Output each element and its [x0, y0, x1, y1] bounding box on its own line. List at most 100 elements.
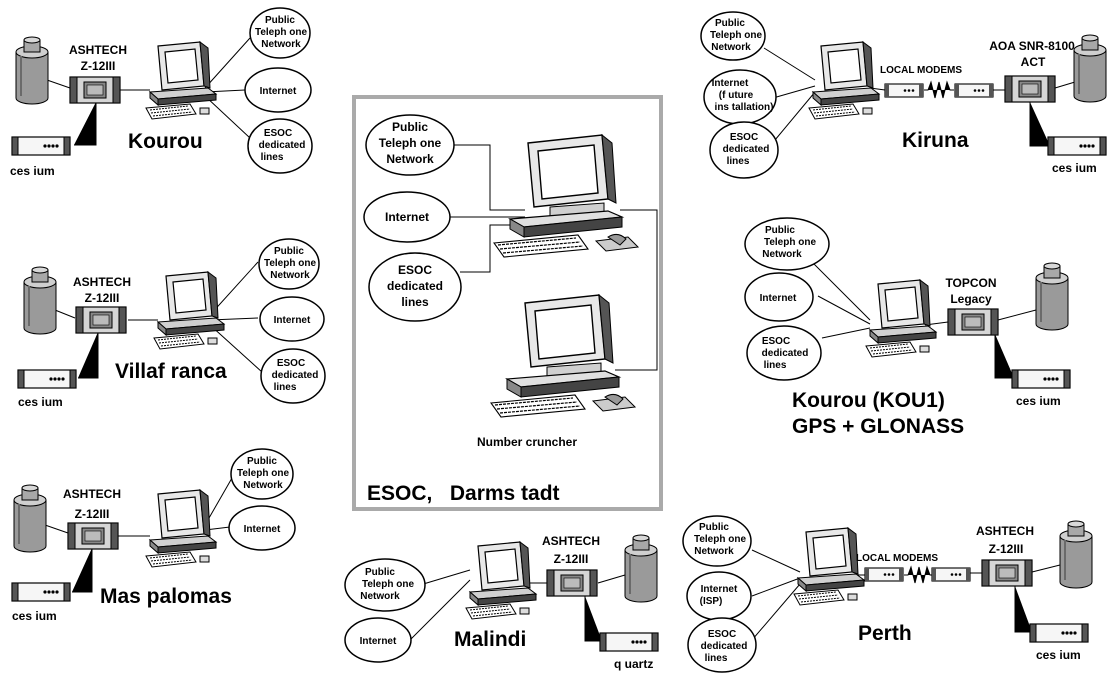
villafranca-esoc-line-2: dedicated — [272, 370, 319, 381]
kou1-esoc-line-3: lines — [764, 360, 787, 371]
perth-esoc-lines-oval — [687, 617, 757, 673]
esoc-internet-oval — [363, 191, 451, 243]
perth-esoc-line-1: ESOC — [708, 629, 736, 640]
kourou-pc-icon — [145, 41, 217, 120]
maspalomas-receiver-line-1: ASHTECH — [63, 487, 121, 501]
kou1-antenna-icon — [1035, 262, 1069, 331]
maspalomas-pub-net-oval — [230, 448, 294, 500]
villafranca-clock-label: ces ium — [18, 395, 63, 409]
kiruna-pub-net-oval — [700, 11, 766, 61]
esoc-pub-line-1: Public — [392, 120, 428, 134]
esoc-public-telephone-network-oval — [365, 114, 455, 176]
villafranca-internet-label: Internet — [274, 315, 311, 326]
esoc-computer-icon — [493, 134, 639, 258]
villafranca-receiver-line-2: Z-12III — [85, 291, 120, 305]
villafranca-esoc-line-1: ESOC — [277, 358, 305, 369]
kou1-internet-oval — [744, 272, 814, 322]
maspalomas-internet-oval — [228, 505, 296, 551]
perth-pub-line-1: Public — [699, 522, 729, 533]
villafranca-pub-net-oval — [258, 238, 320, 290]
kiruna-internet-line-2: (f uture — [719, 90, 754, 101]
maspalomas-antenna-icon — [13, 484, 47, 553]
kiruna-receiver-line-1: AOA SNR-8100 — [989, 39, 1075, 53]
kourou-esoc-lines-oval — [247, 118, 313, 174]
malindi-pub-line-1: Public — [365, 567, 395, 578]
kou1-group: Public Teleph one Network Internet ESOC … — [744, 217, 1071, 438]
kiruna-receiver-line-2: ACT — [1021, 55, 1046, 69]
perth-modem-2-icon — [931, 567, 971, 582]
perth-antenna-icon — [1059, 520, 1093, 589]
maspalomas-site-label: Mas palomas — [100, 585, 232, 608]
perth-site-label: Perth — [858, 622, 912, 645]
kou1-internet-label: Internet — [760, 293, 797, 304]
number-cruncher-label: Number cruncher — [477, 435, 577, 449]
perth-pub-net-oval — [682, 515, 752, 567]
perth-receiver-icon — [981, 559, 1033, 587]
kourou-receiver-icon — [69, 76, 121, 104]
villafranca-esoc-line-3: lines — [274, 382, 297, 393]
malindi-antenna-icon — [624, 534, 658, 603]
kiruna-modem-1-icon — [884, 83, 924, 98]
perth-internet-line-1: Internet — [701, 584, 738, 595]
kou1-esoc-lines-oval — [746, 325, 822, 381]
villafranca-pub-line-2: Teleph one — [264, 258, 316, 269]
esoc-lines-line-1: ESOC — [398, 263, 432, 277]
kiruna-group: Public Teleph one Network Internet (f ut… — [700, 11, 1107, 179]
perth-pub-line-2: Teleph one — [694, 534, 746, 545]
kourou-esoc-line-3: lines — [261, 152, 284, 163]
perth-receiver-line-1: ASHTECH — [976, 524, 1034, 538]
kiruna-modems-label: LOCAL MODEMS — [880, 65, 962, 76]
villafranca-clock-icon — [17, 369, 77, 389]
maspalomas-internet-label: Internet — [244, 524, 281, 535]
kourou-clock-label: ces ium — [10, 164, 55, 178]
esoc-site-label: ESOC, Darms tadt — [367, 482, 560, 505]
perth-esoc-line-2: dedicated — [701, 641, 748, 652]
perth-esoc-line-3: lines — [705, 653, 728, 664]
kourou-esoc-line-1: ESOC — [264, 128, 292, 139]
kourou-pub-line-2: Teleph one — [255, 27, 307, 38]
villafranca-antenna-icon — [23, 266, 57, 335]
perth-clock-label: ces ium — [1036, 648, 1081, 662]
maspalomas-pc-icon — [145, 489, 217, 568]
malindi-internet-oval — [344, 617, 412, 663]
kiruna-modem-2-icon — [954, 83, 994, 98]
perth-clock-icon — [1029, 623, 1089, 643]
malindi-receiver-icon — [546, 569, 598, 597]
perth-receiver-line-2: Z-12III — [989, 542, 1024, 556]
maspalomas-group: ASHTECH Z-12III ces ium Mas palomas Publ… — [11, 448, 296, 623]
kiruna-pub-line-2: Teleph one — [710, 30, 762, 41]
kiruna-site-label: Kiruna — [902, 129, 969, 152]
maspalomas-pub-line-2: Teleph one — [237, 468, 289, 479]
kiruna-clock-label: ces ium — [1052, 161, 1097, 175]
maspalomas-clock-icon — [11, 582, 71, 602]
malindi-group: ASHTECH Z-12III q uartz Malindi Public T… — [344, 534, 659, 671]
kou1-pub-line-1: Public — [765, 225, 795, 236]
villafranca-pub-line-1: Public — [274, 246, 304, 257]
esoc-pub-line-3: Network — [386, 152, 434, 166]
perth-internet-line-2: (ISP) — [700, 596, 723, 607]
esoc-box-frame — [352, 95, 663, 511]
malindi-receiver-line-1: ASHTECH — [542, 534, 600, 548]
malindi-clock-icon — [599, 632, 659, 652]
maspalomas-pub-line-3: Network — [243, 480, 283, 491]
villafranca-site-label: Villaf ranca — [115, 360, 227, 383]
kourou-receiver-line-1: ASHTECH — [69, 43, 127, 57]
villafranca-pc-icon — [153, 271, 225, 350]
kourou-internet-oval — [244, 67, 312, 113]
perth-group: Public Teleph one Network Internet (ISP)… — [682, 515, 1093, 673]
esoc-pub-line-2: Teleph one — [379, 136, 442, 150]
kou1-pc-icon — [865, 279, 937, 358]
villafranca-receiver-line-1: ASHTECH — [73, 275, 131, 289]
esoc-dedicated-lines-oval — [368, 252, 462, 322]
malindi-pc-icon — [465, 541, 537, 620]
kourou-antenna-icon — [15, 36, 49, 105]
kou1-site-label-1: Kourou (KOU1) — [792, 389, 945, 412]
kou1-site-label-2: GPS + GLONASS — [792, 415, 964, 438]
perth-pub-line-3: Network — [694, 546, 734, 557]
malindi-pub-line-2: Teleph one — [362, 579, 414, 590]
maspalomas-receiver-icon — [67, 522, 119, 550]
kou1-pub-line-2: Teleph one — [764, 237, 816, 248]
perth-modems-label: LOCAL MODEMS — [856, 553, 938, 564]
kourou-clock-icon — [11, 136, 71, 156]
